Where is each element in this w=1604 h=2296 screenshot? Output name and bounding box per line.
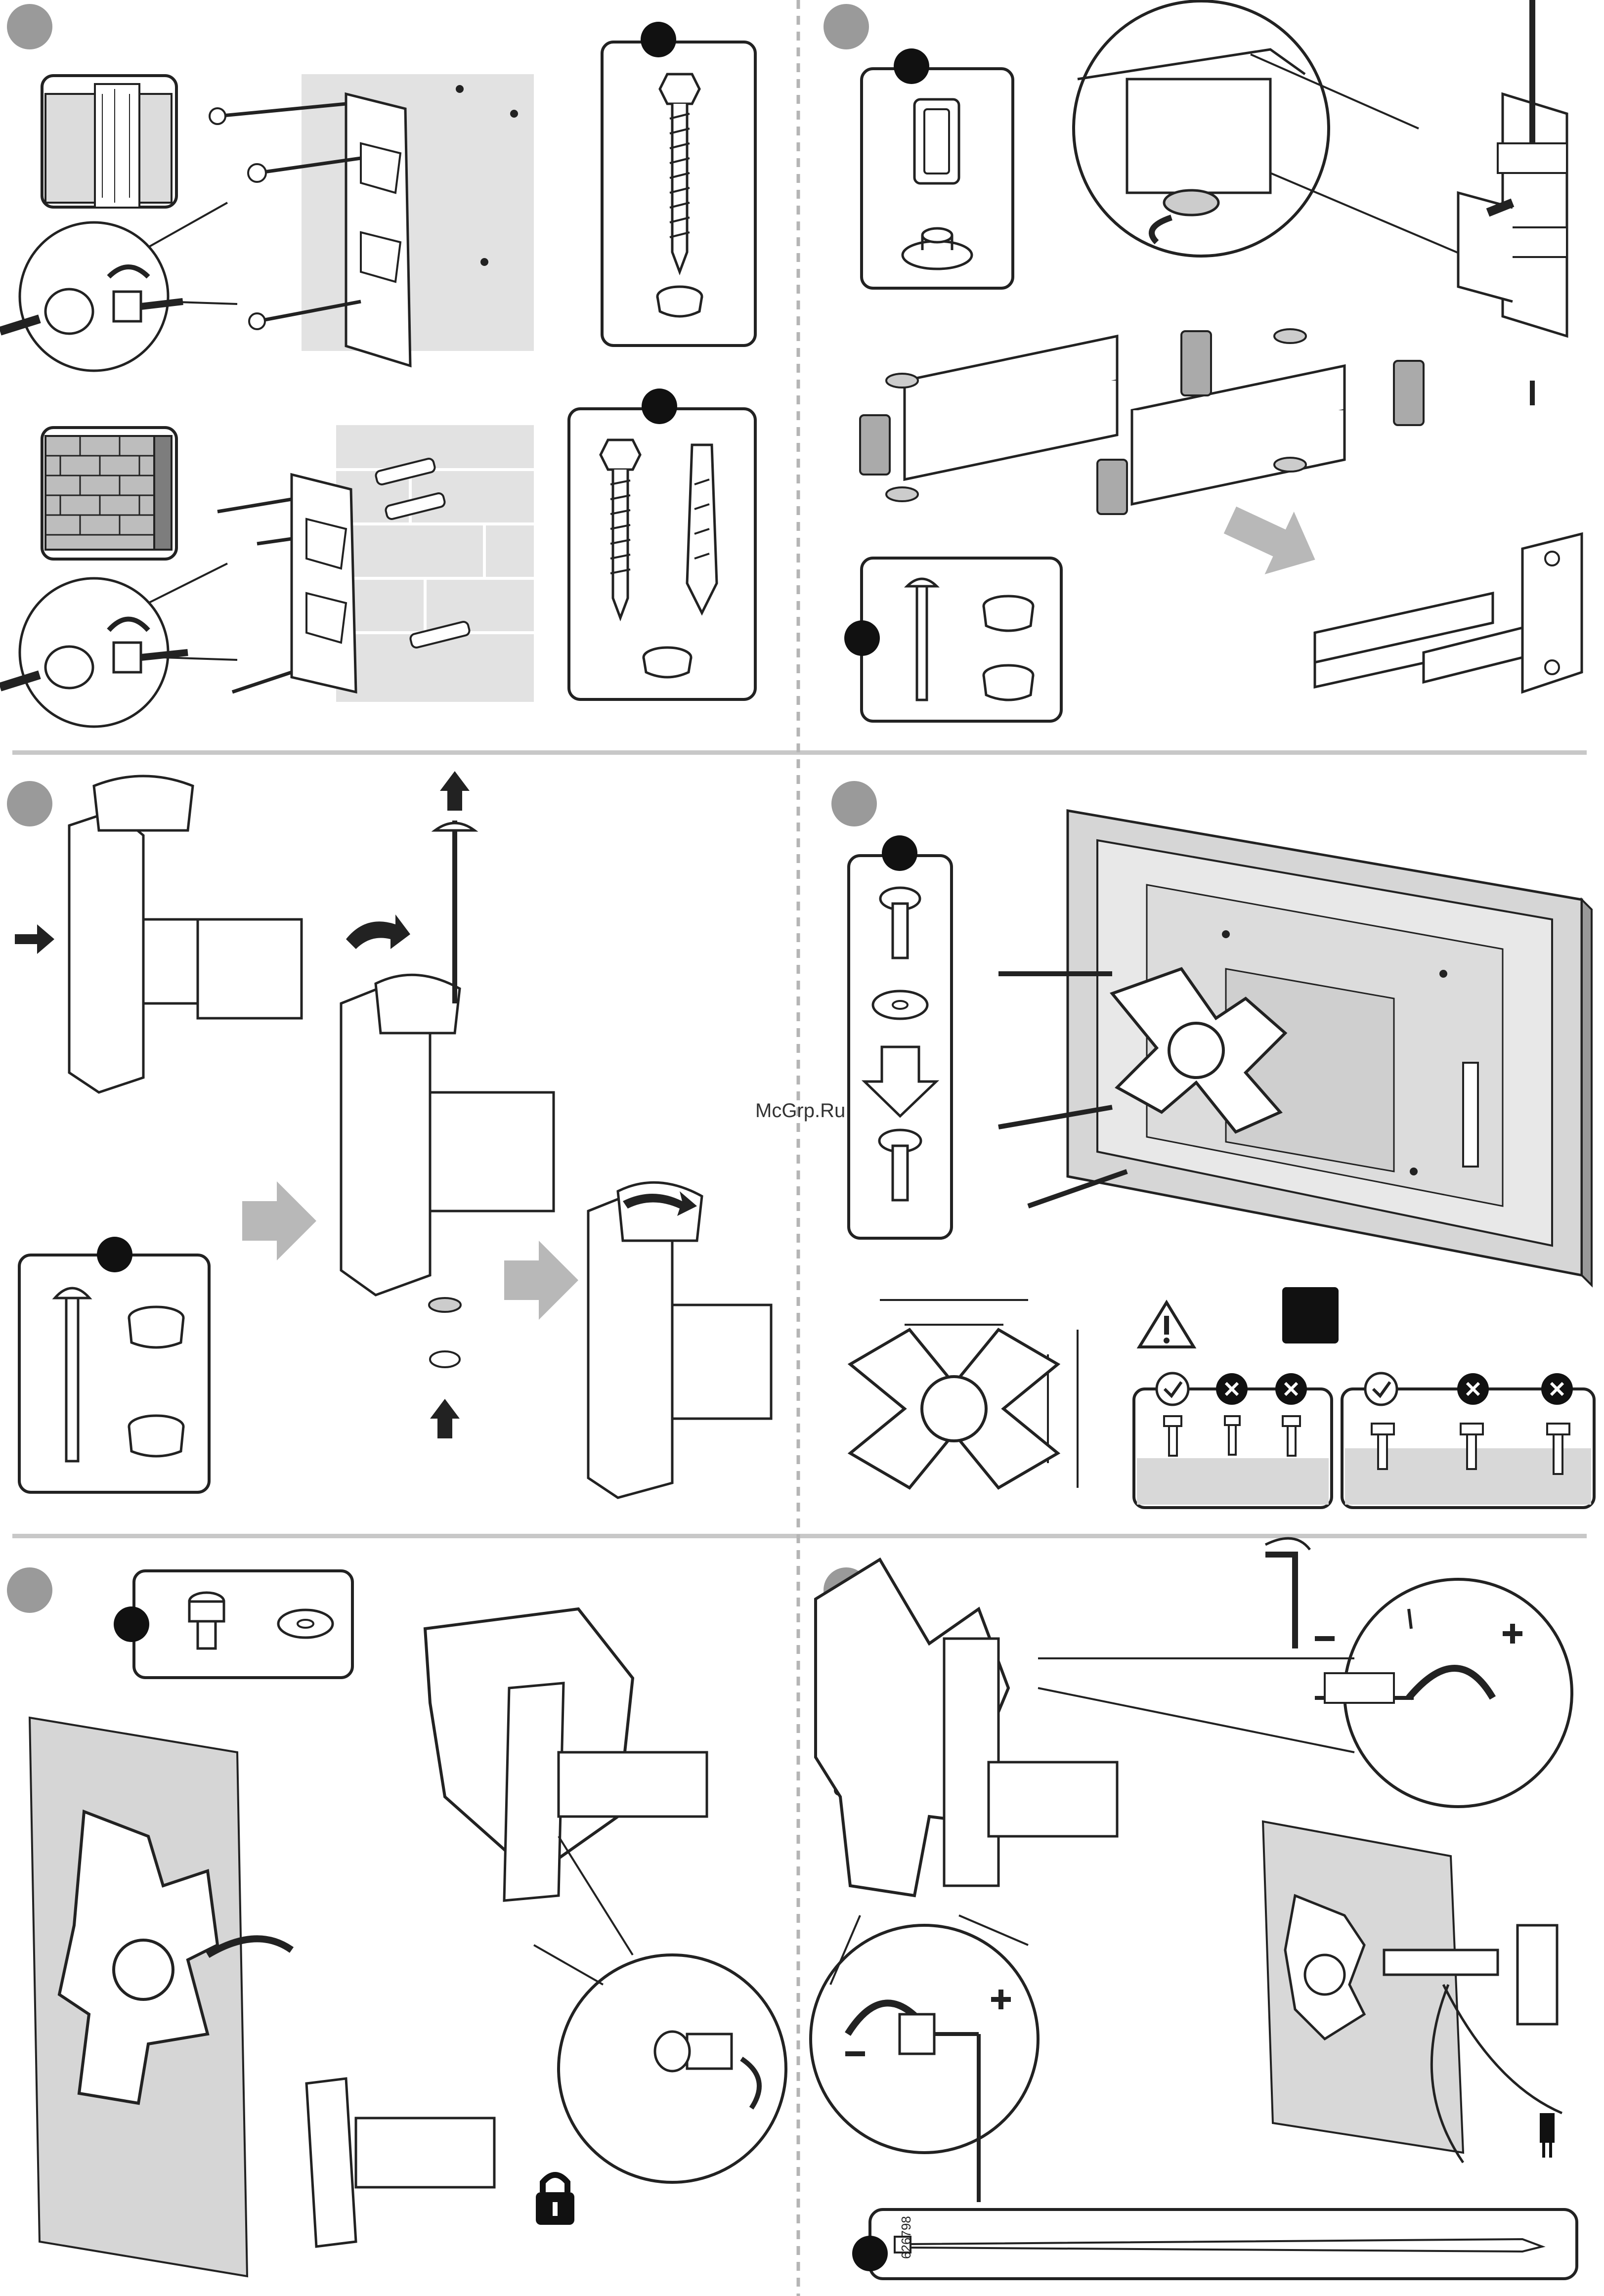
step-6-panel (801, 1540, 1604, 2296)
padlock-icon (533, 2167, 577, 2227)
wall-plate-brick (198, 425, 544, 702)
assembled-arm (1206, 504, 1602, 712)
vesa-pattern-icon (1282, 1287, 1339, 1343)
vesa-dimension-plate (840, 1300, 1087, 1508)
zoom-detail-wood (15, 217, 242, 376)
zoom-detail-brick (15, 578, 242, 736)
bolt-and-wall-plug-icon (588, 435, 746, 692)
kit-h-badge (852, 2236, 888, 2271)
carriage-bolt-kit-icon (18, 1254, 211, 1494)
step-1-badge (7, 4, 52, 49)
step-5-panel (0, 1540, 791, 2296)
exploded-arm-assembly (840, 306, 1522, 534)
step-1-panel (0, 0, 791, 746)
step-2-panel (801, 0, 1604, 746)
divider-vertical (796, 0, 801, 2296)
warning-icon (1137, 1300, 1196, 1349)
step-4-panel (801, 756, 1604, 1530)
step-2-badge (824, 4, 869, 49)
screw-length-guide (1132, 1364, 1602, 1513)
wood-beam-illustration (41, 74, 178, 209)
tv-back-with-vesa-plate (949, 786, 1602, 1290)
kit-a-badge (641, 22, 676, 57)
tv-and-arm-attachment (0, 1540, 791, 2296)
carriage-bolt-nut-bushing-icon (860, 557, 1063, 723)
kit-b-badge (642, 389, 677, 424)
lag-bolt-icon (638, 64, 722, 321)
brick-wall-illustration (41, 426, 178, 561)
screw-washer-icon (847, 854, 953, 1240)
step-4-badge (831, 781, 877, 826)
article-number: 626798 (899, 2216, 914, 2259)
step-3-panel (0, 756, 791, 1530)
tilt-adjustment-illustration (801, 1540, 1604, 2296)
magnified-pivot-detail (1073, 0, 1604, 297)
watermark: McGrp.Ru (755, 1100, 845, 1122)
wall-plate-wood (198, 69, 544, 361)
end-cap-and-bushing-icon (860, 67, 1014, 290)
